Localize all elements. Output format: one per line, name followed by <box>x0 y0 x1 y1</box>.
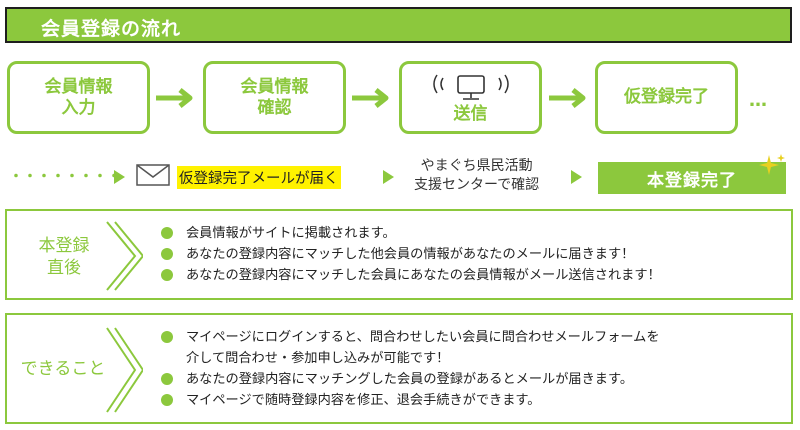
section-label: 本登録 直後 <box>38 236 90 278</box>
step-provisional: 仮登録完了 <box>595 61 738 134</box>
list-item: マイページにログインすると、問合わせしたい会員に問合わせメールフォームを 介して… <box>161 327 660 369</box>
triangle-right-icon <box>114 170 125 184</box>
step-confirm: 会員情報 確認 <box>203 61 346 134</box>
leading-dots: ・・・・・・・・ <box>9 169 121 185</box>
section-header: 会員登録の流れ <box>5 7 792 43</box>
feature-list: マイページにログインすると、問合わせしたい会員に問合わせメールフォームを 介して… <box>161 327 660 411</box>
center-check-text: やまぐち県民活動 支援センターで確認 <box>414 158 540 193</box>
list-item: 会員情報がサイトに掲載されます。 <box>161 223 661 244</box>
final-registration-label: 本登録完了 <box>647 170 737 191</box>
mail-arrival-text: 仮登録完了メールが届く <box>177 166 341 189</box>
list-item: マイページで随時登録内容を修正、退会手続きができます。 <box>161 390 660 411</box>
list-item: あなたの登録内容にマッチした他会員の情報があなたのメールに届きます！ <box>161 244 661 265</box>
feature-list: 会員情報がサイトに掲載されます。 あなたの登録内容にマッチした他会員の情報があな… <box>161 223 661 286</box>
section-capabilities: できること マイページにログインすると、問合わせしたい会員に問合わせメールフォー… <box>5 313 793 424</box>
arrow-right-icon <box>156 88 193 108</box>
final-registration-badge: 本登録完了 <box>598 162 786 194</box>
list-item: あなたの登録内容にマッチングした会員の登録があるとメールが届きます。 <box>161 369 660 390</box>
list-item: あなたの登録内容にマッチした会員にあなたの会員情報がメール送信されます！ <box>161 265 661 286</box>
sparkle-icon <box>759 154 785 175</box>
monitor-icon <box>432 74 509 100</box>
step-send: 送信 <box>399 61 542 134</box>
section-after-registration: 本登録 直後 会員情報がサイトに掲載されます。 あなたの登録内容にマッチした他会… <box>5 209 793 300</box>
envelope-icon <box>136 164 170 186</box>
triangle-right-icon <box>383 170 394 184</box>
step-label: 送信 <box>453 104 488 124</box>
step-label: 会員情報 入力 <box>44 76 113 118</box>
step-label: 会員情報 確認 <box>240 76 309 118</box>
step-label: 仮登録完了 <box>624 87 709 107</box>
triangle-right-icon <box>571 170 582 184</box>
arrow-right-icon <box>549 88 586 108</box>
section-label: できること <box>20 359 106 379</box>
arrow-right-icon <box>352 88 389 108</box>
page-title: 会員登録の流れ <box>41 18 182 40</box>
chevron-right-icon <box>106 221 143 291</box>
continuation-dots: … <box>749 90 770 111</box>
chevron-right-icon <box>106 327 143 413</box>
step-input: 会員情報 入力 <box>7 61 150 134</box>
